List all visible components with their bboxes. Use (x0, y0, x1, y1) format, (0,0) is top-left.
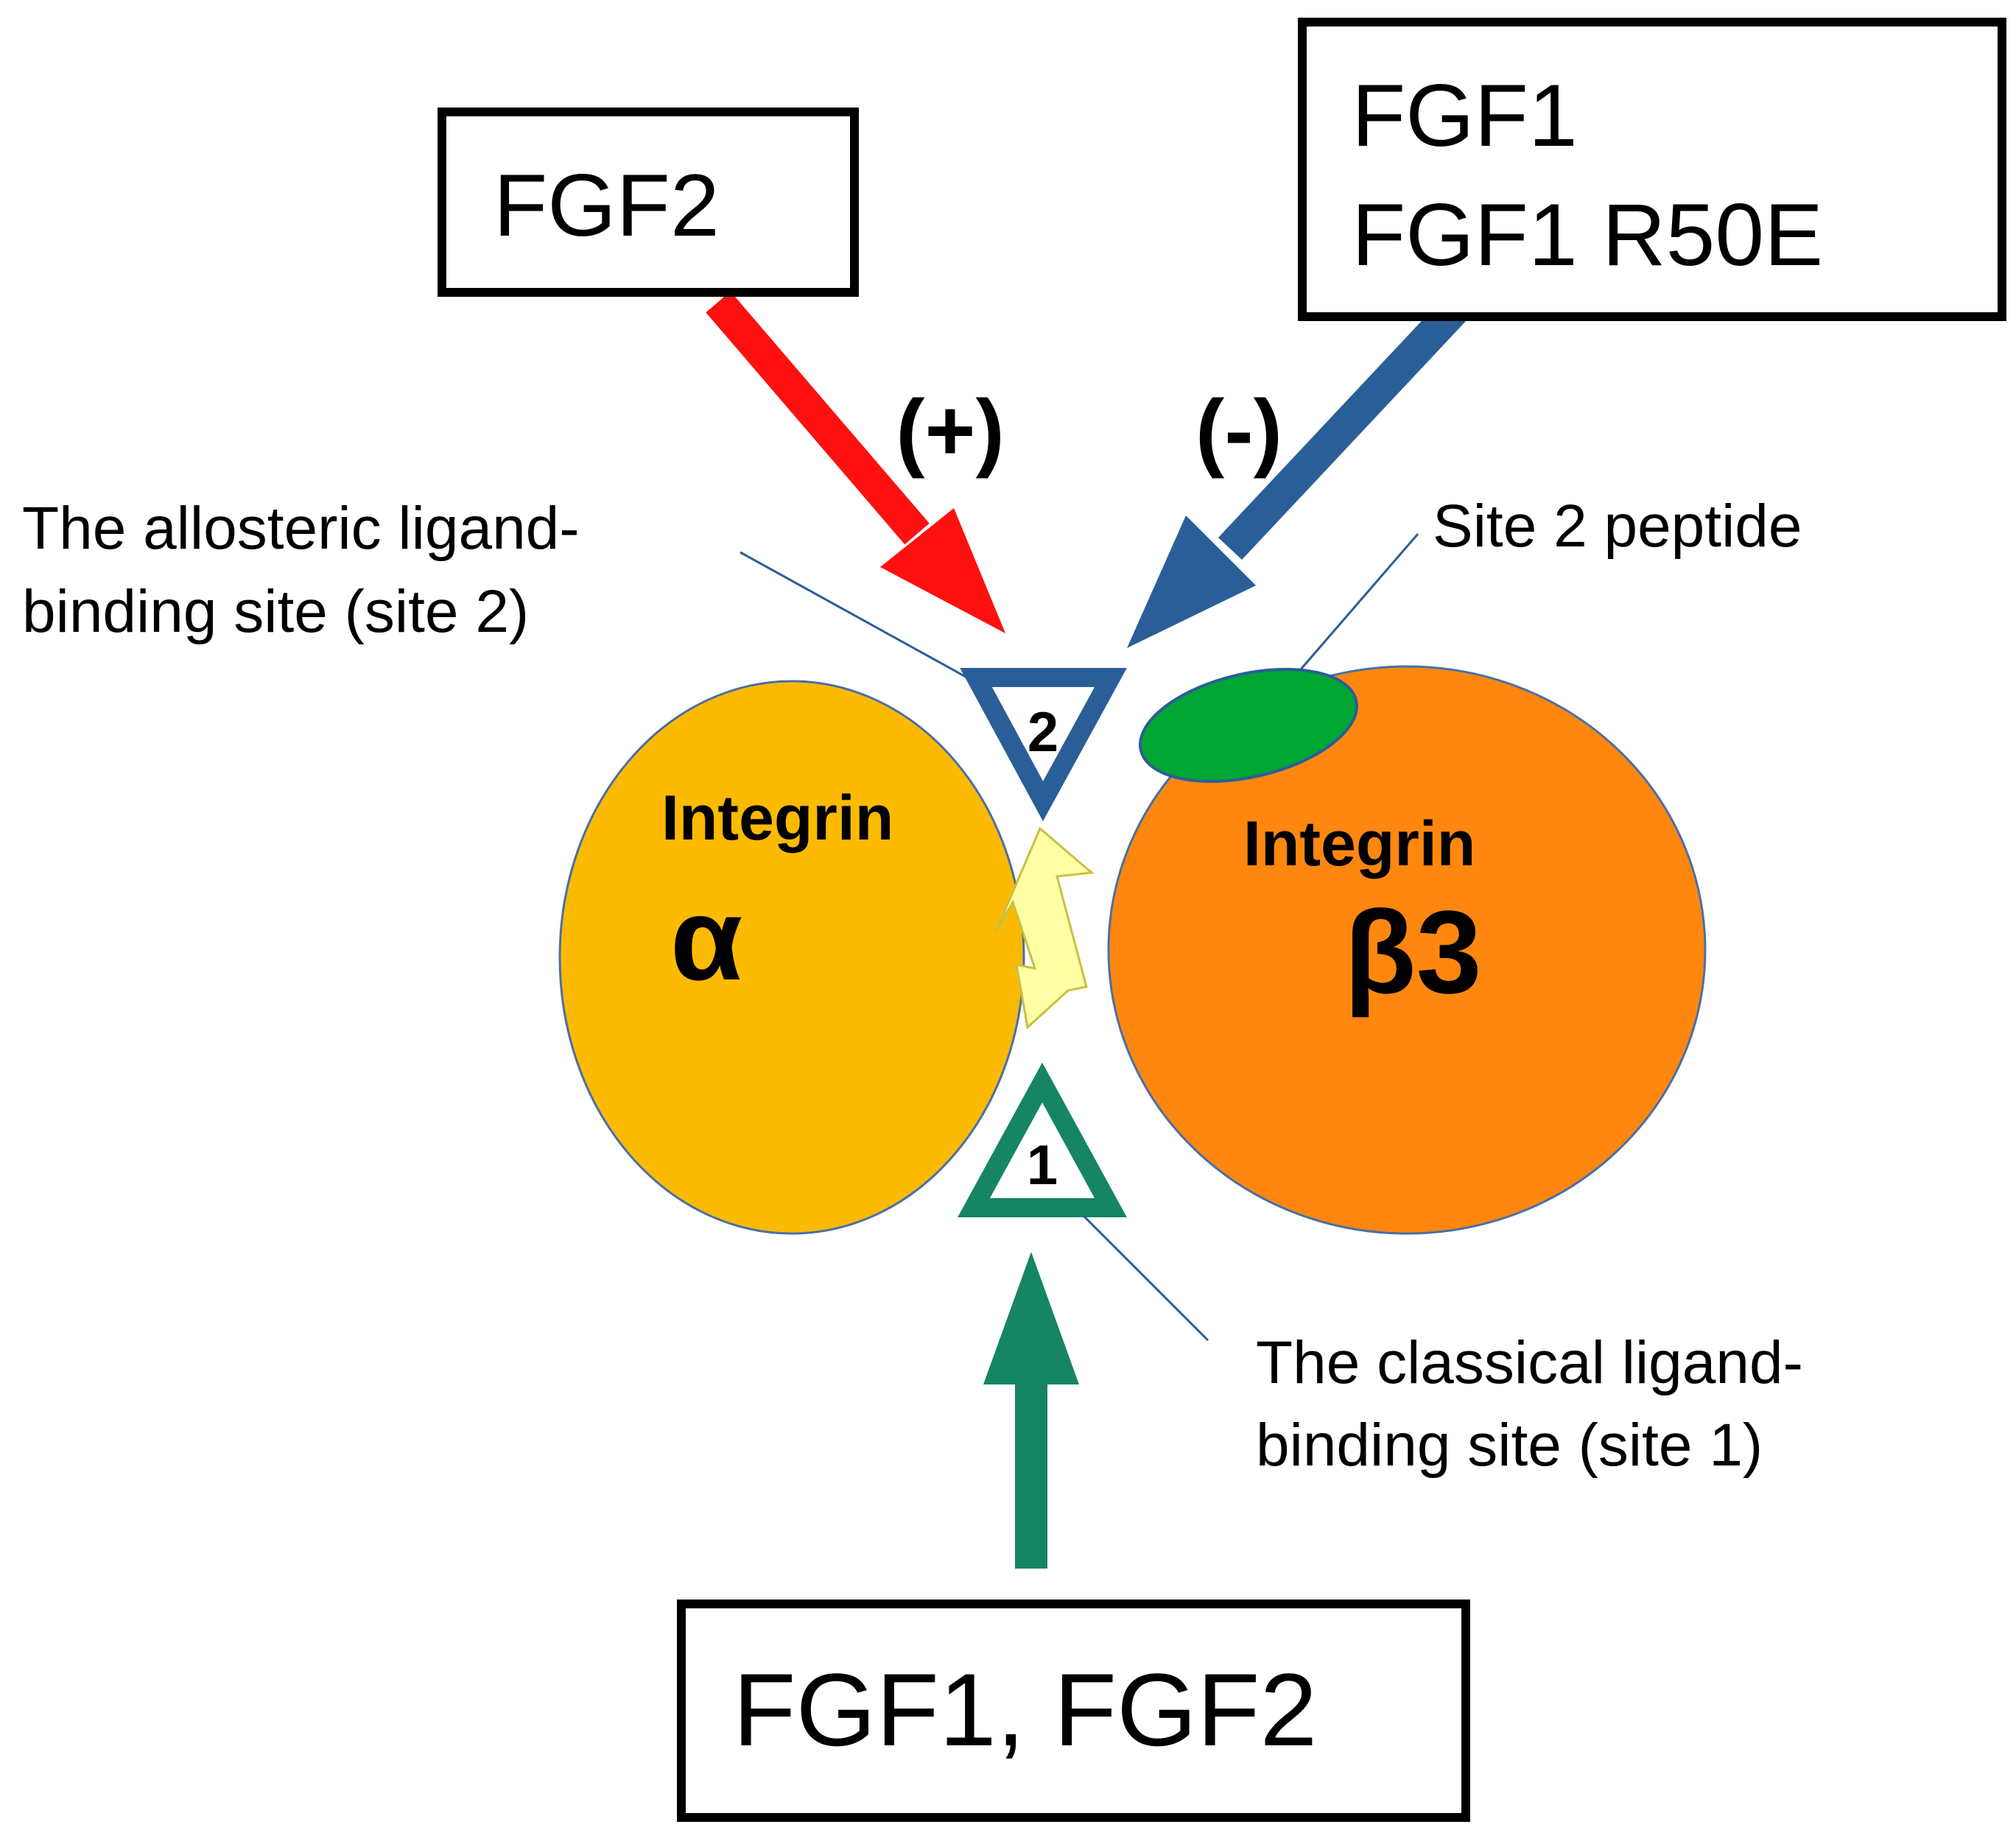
site2-number: 2 (1028, 701, 1058, 764)
beta3-subunit-title: Integrin (1243, 809, 1475, 879)
integrin-beta3-subunit (1107, 665, 1707, 1235)
site1-number: 1 (1027, 1134, 1058, 1197)
classical-site-label-line2: binding site (site 1) (1256, 1412, 1763, 1479)
alpha-subunit-title: Integrin (661, 783, 893, 854)
activation-arrow-shaft (706, 291, 930, 545)
fgf1-box (1298, 18, 2006, 321)
allosteric-site-label-line1: The allosteric ligand- (22, 495, 580, 562)
inhibition-arrow-shaft (1218, 298, 1467, 560)
fgf1-fgf2-box (677, 1600, 1470, 1822)
classical-leader-line (1081, 1214, 1209, 1342)
site2-triangle (960, 668, 1127, 822)
fgf1-label: FGF1 (1352, 66, 1578, 165)
site2-peptide-label: Site 2 peptide (1433, 493, 1802, 560)
classical-arrow-shaft (1015, 1384, 1047, 1569)
fgf2-box (438, 108, 859, 297)
positive-sign: (+) (896, 382, 1005, 479)
peptide-leader-line (1299, 533, 1419, 671)
allosteric-site-label-line2: binding site (site 2) (22, 578, 529, 645)
alpha-subunit-greek: α (670, 873, 742, 1004)
site1-triangle (958, 1062, 1127, 1217)
signal-lightning-arrow (994, 826, 1095, 1030)
site2-peptide-patch (1138, 667, 1359, 784)
fgf1-fgf2-label: FGF1, FGF2 (733, 1652, 1317, 1767)
inhibition-arrow-head (1127, 515, 1256, 648)
fgf1-r50e-label: FGF1 R50E (1352, 186, 1823, 284)
integrin-alpha-subunit (558, 680, 1025, 1235)
beta3-subunit-greek: β3 (1344, 886, 1482, 1018)
activation-arrow-head (880, 508, 1005, 633)
classical-arrow-head (983, 1252, 1079, 1384)
allosteric-leader-line (740, 551, 988, 690)
fgf2-label: FGF2 (494, 156, 720, 255)
negative-sign: (-) (1195, 382, 1282, 479)
classical-site-label-line1: The classical ligand- (1256, 1329, 1803, 1396)
